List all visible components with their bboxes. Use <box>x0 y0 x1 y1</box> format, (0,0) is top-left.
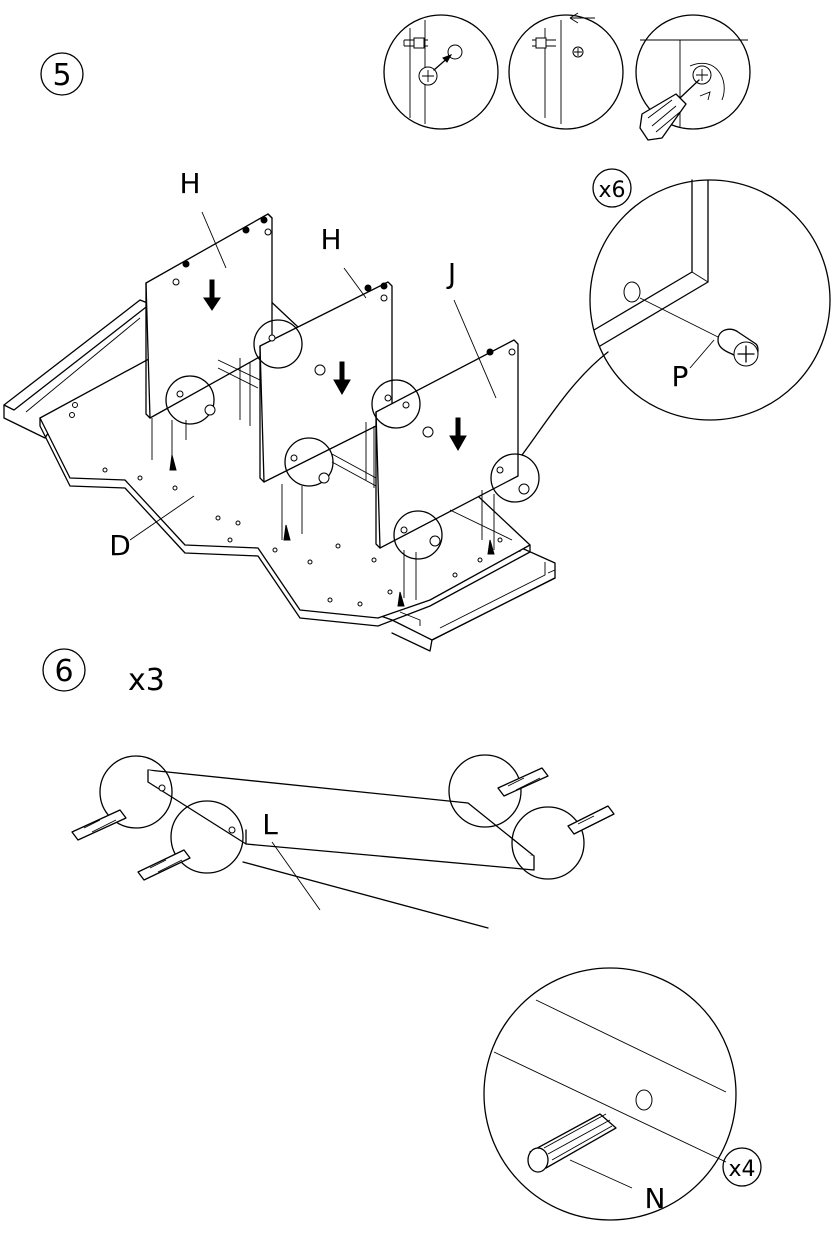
step-6-number: 6 <box>54 654 73 689</box>
dowel-leader-line <box>242 861 489 929</box>
cam-detail-circle <box>589 179 831 421</box>
label-L: L <box>262 808 278 841</box>
step-6: 6 x3 <box>42 648 165 698</box>
label-N: N <box>645 1182 666 1215</box>
step-6-multiplier: x3 <box>128 663 165 698</box>
dowel-icon <box>71 755 173 841</box>
dowel-icon <box>448 754 549 828</box>
dowel-qty-text: x4 <box>728 1157 755 1182</box>
cam-lock-detail-2 <box>508 12 624 130</box>
step-6-labels: L N <box>262 808 665 1215</box>
cam-qty-text: x6 <box>598 178 625 203</box>
cam-leader-line <box>521 351 609 456</box>
label-P: P <box>672 360 689 393</box>
screwdriver-detail <box>635 14 751 141</box>
step-5-circle <box>40 52 84 96</box>
label-J: J <box>446 257 456 290</box>
step-5: 5 <box>40 52 84 96</box>
dowels <box>71 754 615 881</box>
label-H-2: H <box>320 223 341 256</box>
cam-lock-detail-1 <box>383 14 499 130</box>
dowel-icon <box>511 805 615 880</box>
dowel-N-icon <box>527 1113 617 1173</box>
step-5-labels: H H J D P <box>109 167 688 562</box>
label-D: D <box>109 529 131 562</box>
shelf-L <box>147 769 535 871</box>
dowel-qty-badge: x4 <box>722 1147 762 1187</box>
panel-H-2 <box>217 281 393 540</box>
panel-J <box>331 339 519 600</box>
dowel-detail-circle <box>483 967 737 1221</box>
label-H-1: H <box>179 167 200 200</box>
cam-qty-badge: x6 <box>592 168 632 208</box>
step-6-circle <box>42 648 86 692</box>
cam-fittings <box>165 319 540 607</box>
cam-fitting-P-icon <box>717 328 759 367</box>
panel-H-1 <box>145 213 273 462</box>
dowel-icon <box>137 800 244 881</box>
step-5-number: 5 <box>52 58 71 93</box>
